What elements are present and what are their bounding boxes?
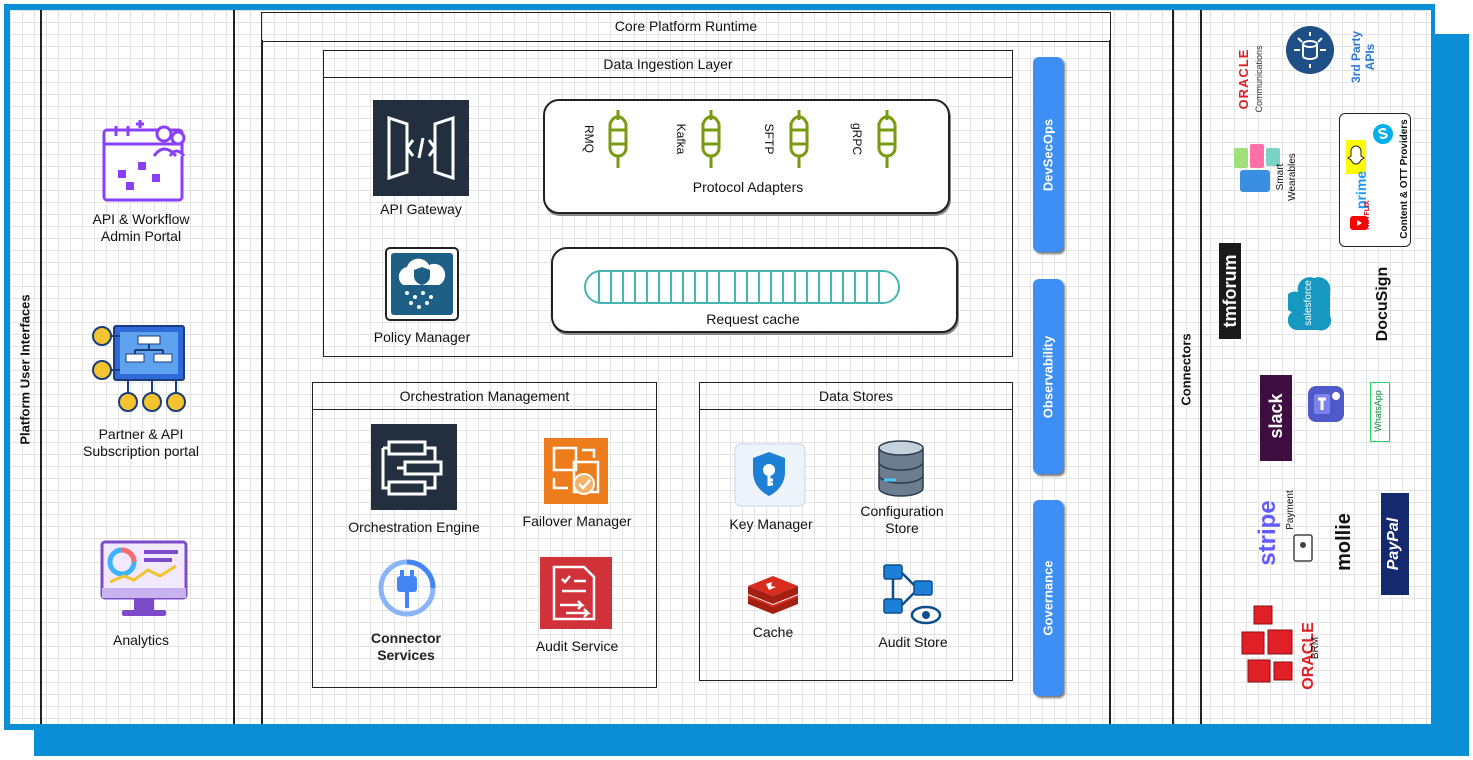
docusign-logo: DocuSign bbox=[1374, 266, 1391, 342]
diagram-canvas: Platform User Interfaces Connectors API … bbox=[10, 10, 1431, 724]
oracle-communications-sub: Communications bbox=[1254, 45, 1264, 113]
lane-divider bbox=[233, 10, 235, 724]
policy-manager-icon bbox=[385, 247, 459, 321]
plug-rmq-icon bbox=[608, 110, 628, 168]
policy-manager-label: Policy Manager bbox=[373, 329, 471, 345]
netflix-logo: NETFLIX bbox=[1364, 200, 1371, 230]
oracle-brm-cubes-icon bbox=[1241, 605, 1293, 683]
failover-manager-icon bbox=[544, 438, 608, 504]
tmforum-logo: tmforum bbox=[1219, 243, 1241, 339]
third-party-apis-label: 3rd Party APIs bbox=[1349, 30, 1377, 84]
governance-pillar: Governance bbox=[1033, 500, 1063, 696]
core-border bbox=[261, 40, 263, 724]
snapchat-icon bbox=[1346, 140, 1366, 174]
devsecops-label: DevSecOps bbox=[1040, 118, 1056, 191]
protocol-sftp-label: SFTP bbox=[762, 123, 776, 155]
audit-service-label: Audit Service bbox=[535, 638, 619, 654]
observability-label: Observability bbox=[1040, 335, 1056, 418]
admin-portal-label: API & Workflow Admin Portal bbox=[92, 211, 190, 244]
core-border bbox=[1109, 40, 1111, 724]
orchestration-engine-icon bbox=[371, 424, 457, 510]
lane-divider bbox=[1172, 10, 1174, 724]
protocol-rmq-label: RMQ bbox=[582, 125, 596, 153]
orchestration-management: Orchestration Management bbox=[312, 382, 657, 688]
payment-card-icon bbox=[1293, 534, 1313, 562]
key-manager-icon bbox=[734, 443, 806, 507]
core-runtime-header: Core Platform Runtime bbox=[261, 12, 1111, 42]
configuration-store-label: Configuration Store bbox=[860, 503, 944, 536]
cache-label: Cache bbox=[752, 624, 794, 640]
plug-sftp-icon bbox=[789, 110, 809, 168]
whatsapp-box bbox=[1370, 382, 1390, 442]
third-party-api-icon bbox=[1286, 26, 1334, 74]
plug-grpc-icon bbox=[877, 110, 897, 168]
protocol-kafka-label: Kafka bbox=[674, 123, 688, 155]
partner-portal-icon bbox=[92, 325, 186, 412]
data-ingestion-layer: Data Ingestion Layer bbox=[323, 50, 1013, 357]
key-manager-label: Key Manager bbox=[729, 516, 813, 532]
audit-service-icon bbox=[540, 557, 612, 629]
slack-logo: slack bbox=[1266, 393, 1286, 439]
plug-kafka-icon bbox=[701, 110, 721, 168]
api-gateway-icon bbox=[373, 100, 469, 196]
observability-pillar: Observability bbox=[1033, 279, 1063, 474]
salesforce-cloud-icon bbox=[1288, 277, 1332, 331]
teams-icon bbox=[1308, 386, 1344, 422]
devsecops-pillar: DevSecOps bbox=[1033, 57, 1063, 252]
admin-portal-icon bbox=[102, 120, 186, 202]
analytics-label: Analytics bbox=[112, 632, 170, 648]
youtube-icon bbox=[1350, 216, 1368, 230]
stripe-payment-label: Payment bbox=[1285, 490, 1296, 530]
smart-wearables-label: Smart Wearables bbox=[1275, 153, 1298, 201]
api-gateway-label: API Gateway bbox=[380, 201, 462, 217]
governance-label: Governance bbox=[1040, 560, 1056, 636]
protocol-grpc-label: gRPC bbox=[850, 122, 864, 155]
paypal-logo-bg bbox=[1381, 493, 1409, 595]
request-cache-label: Request cache bbox=[706, 311, 800, 327]
data-stores-title: Data Stores bbox=[700, 383, 1012, 410]
whatsapp-logo: WhatsApp bbox=[1373, 390, 1383, 432]
salesforce-logo: salesforce bbox=[1303, 280, 1314, 326]
paypal-logo: PayPal bbox=[1385, 517, 1402, 571]
smart-wearables-icon bbox=[1234, 144, 1280, 192]
skype-icon bbox=[1373, 124, 1393, 144]
connector-services-icon bbox=[378, 559, 436, 617]
audit-store-label: Audit Store bbox=[878, 634, 948, 650]
partner-portal-label: Partner & API Subscription portal bbox=[83, 426, 199, 459]
analytics-monitor-icon bbox=[100, 540, 188, 616]
lane-divider bbox=[1200, 10, 1202, 724]
slack-logo-bg bbox=[1260, 375, 1292, 461]
orchestration-engine-label: Orchestration Engine bbox=[348, 519, 480, 535]
audit-store-icon bbox=[883, 564, 942, 625]
mollie-logo: mollie bbox=[1333, 513, 1355, 571]
oracle-communications-logo: ORACLE bbox=[1236, 48, 1251, 110]
data-stores: Data Stores bbox=[699, 382, 1013, 681]
cache-redis-icon bbox=[747, 576, 799, 614]
content-ott-label: Content & OTT Providers bbox=[1399, 119, 1410, 239]
connector-services-label: Connector Services bbox=[371, 630, 441, 663]
lane-label-ui: Platform User Interfaces bbox=[17, 294, 33, 445]
protocol-adapters-label: Protocol Adapters bbox=[692, 179, 804, 195]
oracle-brm-sub: BRM bbox=[1310, 636, 1321, 660]
stripe-logo: stripe bbox=[1254, 500, 1281, 566]
core-runtime-title: Core Platform Runtime bbox=[614, 18, 758, 34]
failover-manager-label: Failover Manager bbox=[522, 513, 632, 529]
lane-label-connectors: Connectors bbox=[1178, 333, 1194, 406]
ingestion-title: Data Ingestion Layer bbox=[324, 51, 1012, 78]
lane-divider bbox=[40, 10, 42, 724]
orchestration-title: Orchestration Management bbox=[313, 383, 656, 410]
queue-icon bbox=[584, 270, 900, 304]
configuration-store-icon bbox=[878, 440, 924, 497]
